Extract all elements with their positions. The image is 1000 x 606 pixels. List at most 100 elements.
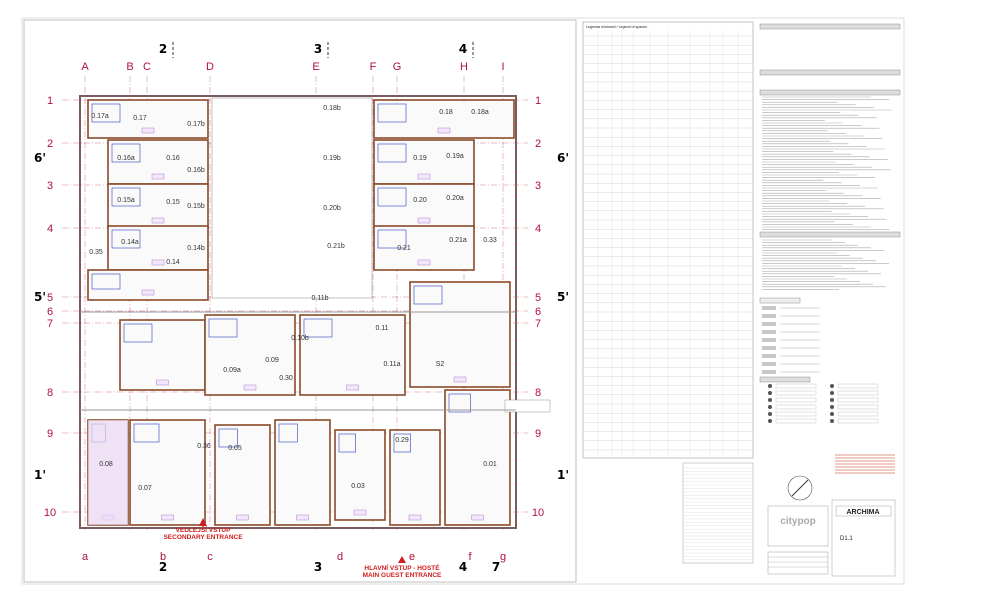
room-label: 0.14 xyxy=(166,259,180,266)
symbol-icon xyxy=(830,405,834,409)
symbol-label xyxy=(775,390,817,396)
room-wall xyxy=(299,314,406,396)
room-label: 0.05 xyxy=(228,445,242,452)
room-label: 0.16a xyxy=(117,155,135,162)
room-wall xyxy=(87,269,209,301)
grid-row-10: 10 xyxy=(44,507,56,519)
room-label: 0.11 xyxy=(375,325,388,332)
grid-row-8: 8 xyxy=(47,387,53,399)
grid-row-8: 8 xyxy=(535,387,541,399)
fixture-tag xyxy=(353,509,367,516)
fixture-tag xyxy=(141,127,155,134)
grid-column-f: f xyxy=(468,551,472,563)
fixture-tag xyxy=(151,217,165,224)
entrance-triangle-icon xyxy=(199,518,207,526)
grid-row-6: 6 xyxy=(535,306,541,318)
room-label: 0.19a xyxy=(446,153,464,160)
room-label: 0.11b xyxy=(312,295,329,302)
room-label: 0.15 xyxy=(166,199,180,206)
grid-column-I: I xyxy=(501,61,504,73)
bathroom-outline xyxy=(133,423,160,443)
bathroom-outline xyxy=(91,273,121,290)
fixture-tag xyxy=(156,379,169,386)
grid-column-g: g xyxy=(500,551,506,563)
grid-column-d: d xyxy=(337,551,343,563)
room-label: 0.07 xyxy=(138,485,152,492)
main-entrance-marker: HLAVNÍ VSTUP - HOSTÉ MAIN GUEST ENTRANCE xyxy=(363,556,442,579)
room-label: 0.21 xyxy=(397,245,411,252)
grid-row-2: 2 xyxy=(47,138,53,150)
room-label: 0.21a xyxy=(449,237,467,244)
symbol-label xyxy=(837,390,879,396)
symbol-icon xyxy=(768,405,772,409)
room-label: 0.21b xyxy=(327,243,345,250)
symbol-label xyxy=(775,418,817,424)
notes-panel xyxy=(759,23,901,474)
fixture-tag xyxy=(141,289,155,296)
room-wall xyxy=(274,419,331,526)
bathroom-outline xyxy=(208,318,238,338)
fixture-tag xyxy=(417,173,431,180)
notes-heading xyxy=(759,231,901,238)
notes-heading xyxy=(759,376,811,383)
grid-row-5: 5 xyxy=(535,292,541,304)
section-row-mark: 1' xyxy=(557,468,569,482)
symbol-icon xyxy=(768,384,772,388)
main-entrance-cz: HLAVNÍ VSTUP - HOSTÉ xyxy=(364,563,440,572)
secondary-entrance-marker: VEDLEJŠÍ VSTUP SECONDARY ENTRANCE xyxy=(163,518,243,541)
symbol-icon xyxy=(768,419,772,423)
room-label: 0.17a xyxy=(91,113,109,120)
grid-column-b: b xyxy=(160,551,166,563)
secondary-entrance-cz: VEDLEJŠÍ VSTUP xyxy=(176,525,232,534)
grid-column-E: E xyxy=(312,61,319,73)
symbol-label xyxy=(837,418,879,424)
section-row-mark: 5' xyxy=(557,290,569,304)
outer-frame xyxy=(21,17,905,585)
grid-column-A: A xyxy=(81,61,89,73)
room-wall xyxy=(389,429,441,526)
grid-column-C: C xyxy=(143,61,151,73)
room-label: 0.09a xyxy=(223,367,241,374)
room-label: 0.16b xyxy=(187,167,205,174)
room-label: S2 xyxy=(436,361,445,368)
bathroom-outline xyxy=(123,323,153,343)
bathroom-outline xyxy=(377,143,407,163)
legend-table: Legenda místností / Legend of spaces xyxy=(582,21,754,459)
fixture-tag xyxy=(346,384,359,391)
fixture-tag xyxy=(417,259,431,266)
room-wall xyxy=(444,389,511,526)
section-mark: 2 xyxy=(159,42,167,56)
hatch-swatch xyxy=(762,338,776,342)
symbol-icon xyxy=(830,419,834,423)
symbol-label xyxy=(837,397,879,403)
annotation-box xyxy=(504,399,551,413)
grid-row-1: 1 xyxy=(47,95,53,107)
hatch-swatch xyxy=(762,346,776,350)
room-label: 0.19b xyxy=(323,155,341,162)
architect-logo: ARCHIMA xyxy=(846,509,879,516)
section-mark: 4 xyxy=(459,42,467,56)
room-label: 0.14b xyxy=(187,245,205,252)
floor-plan xyxy=(79,95,551,529)
bathroom-outline xyxy=(377,229,407,249)
room-label: 0.29 xyxy=(395,437,409,444)
hatch-swatch xyxy=(762,354,776,358)
grid-row-7: 7 xyxy=(535,318,541,330)
section-row-mark: 6' xyxy=(34,151,46,165)
room-label: 0.33 xyxy=(483,237,497,244)
section-mark: 3 xyxy=(314,42,322,56)
room-label: 0.15a xyxy=(117,197,135,204)
fixture-tag xyxy=(161,514,174,521)
section-mark: 4 xyxy=(459,560,467,574)
symbol-icon xyxy=(768,391,772,395)
fixture-tag xyxy=(151,173,165,180)
bathroom-outline xyxy=(303,318,333,338)
notes-heading xyxy=(759,89,901,96)
sheet-frame xyxy=(23,19,577,583)
hatch-swatch xyxy=(762,314,776,318)
title-block: citypop ARCHIMA D1.1 xyxy=(767,475,896,577)
grid-column-e: e xyxy=(409,551,415,563)
symbol-icon xyxy=(830,398,834,402)
